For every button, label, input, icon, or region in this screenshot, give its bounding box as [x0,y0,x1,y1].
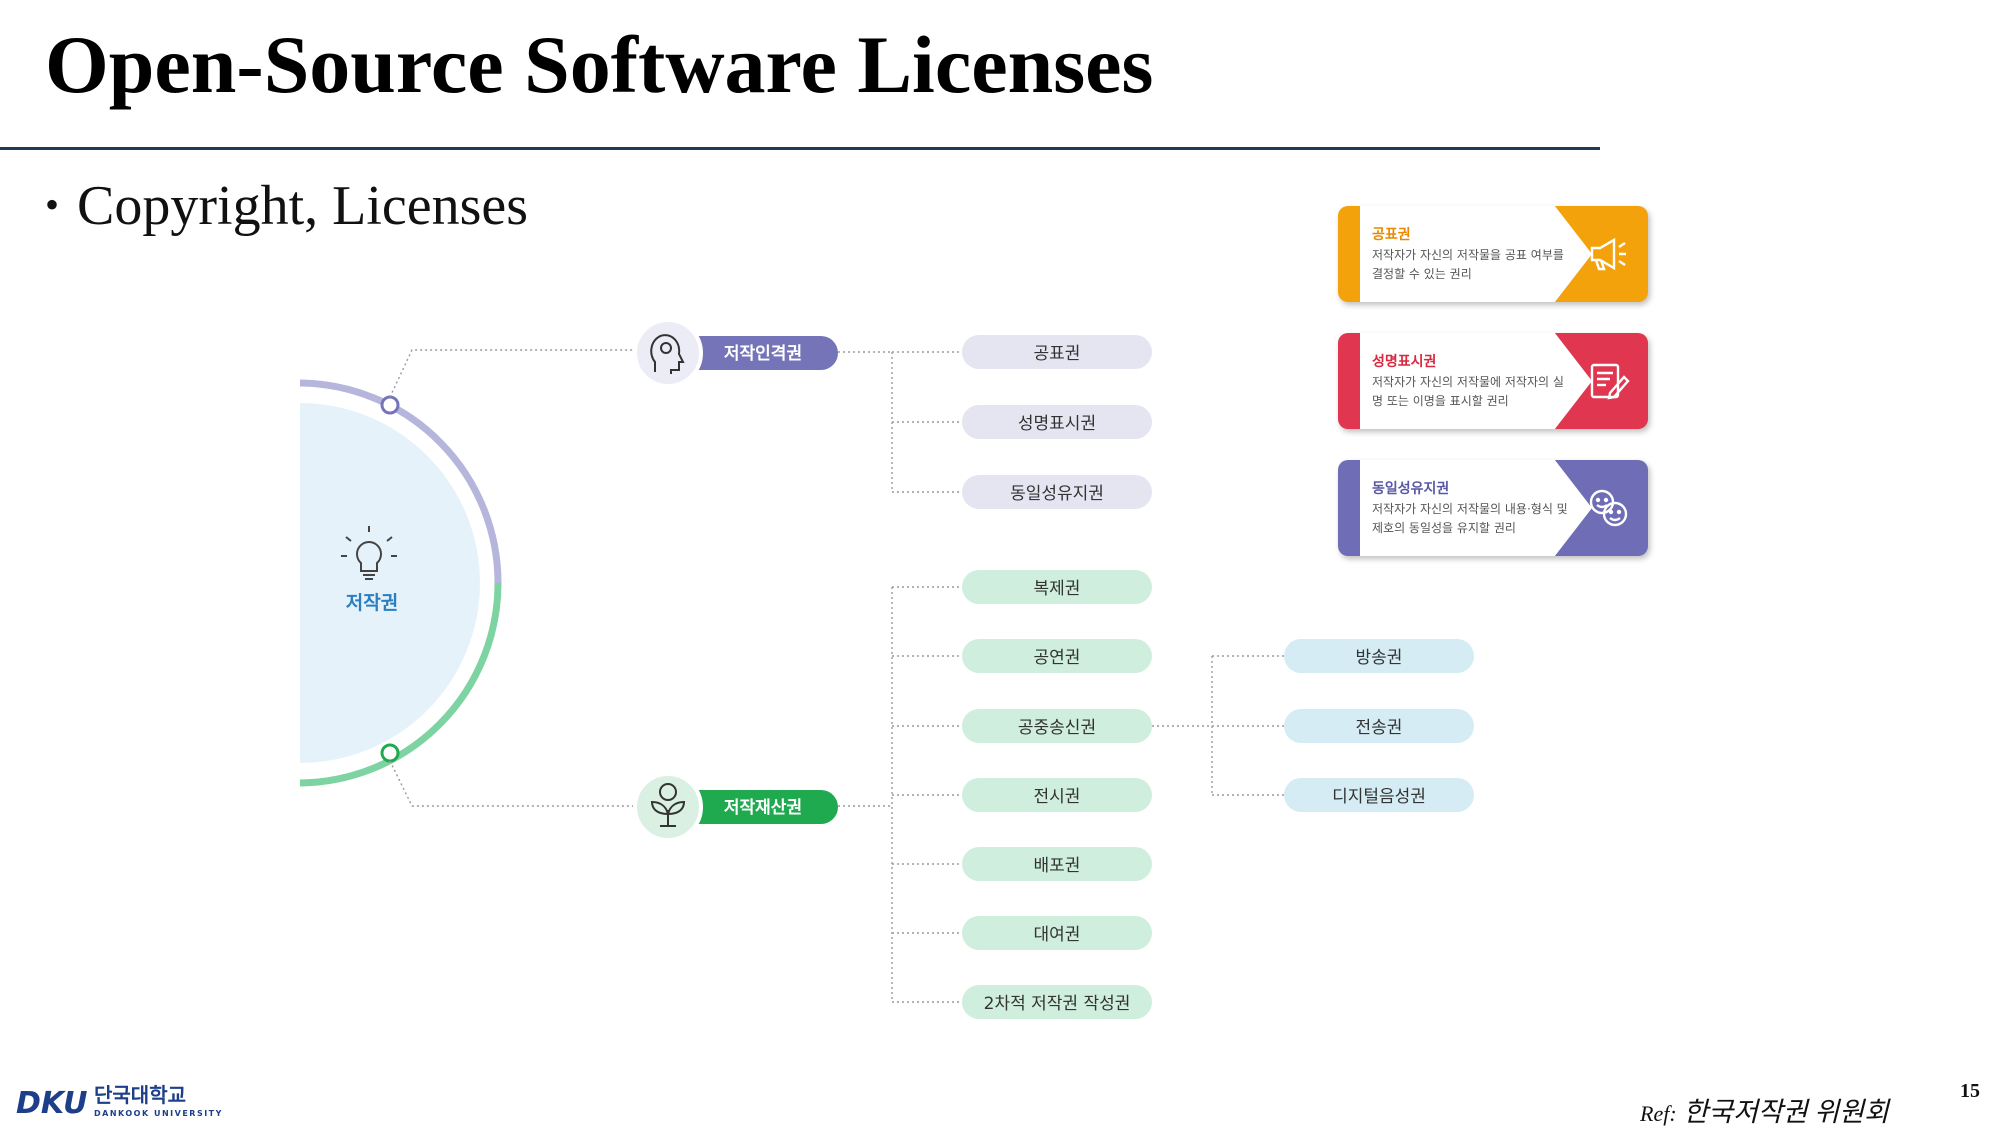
card-description: 저작자가 자신의 저작물에 저작자의 실명 또는 이명을 표시할 권리 [1372,375,1564,408]
property-children: 복제권 공연권 공중송신권 전시권 배포권 대여권 2차적 저작권 작성권 [962,570,1152,1019]
leaf-label: 2차적 저작권 작성권 [984,994,1131,1014]
leaf-pill [1284,639,1474,673]
branch-pill-moral [680,336,838,370]
card-panel [1360,460,1592,556]
faces-icon [1589,489,1628,527]
leaf-pill [1284,709,1474,743]
plant-bulb-icon [650,783,686,827]
leaf-label: 공표권 [1034,344,1081,364]
card-panel [1360,333,1592,429]
ref-source: 한국저작권 위원회 [1683,1097,1889,1127]
logo-subtitle: DANKOOK UNIVERSITY [94,1109,223,1118]
slide-title: Open-Source Software Licenses [45,19,1154,110]
connector-property-children [838,586,962,1003]
logo-name: 단국대학교 [94,1083,186,1107]
page-number: 15 [1960,1080,1980,1102]
connector-transmission-children [1152,655,1284,796]
transmission-children: 방송권 전송권 디지털음성권 [1284,639,1474,812]
leaf-pill [962,405,1152,439]
branch-pill-property [680,790,838,824]
leaf-pill [1284,778,1474,812]
card-panel [1360,206,1592,302]
root-semicircle [300,403,480,763]
branch-label-moral: 저작인격권 [724,344,802,364]
root-arc-green [299,582,502,787]
leaf-label: 전송권 [1356,718,1403,738]
head-icon [650,334,685,374]
card-integrity-right: 동일성유지권 저작자가 자신의 저작물의 내용·형식 및 제호의 동일성을 유지… [1338,460,1648,556]
document-pen-icon [1590,363,1630,400]
leaf-label: 동일성유지권 [1010,484,1104,504]
leaf-pill [962,709,1152,743]
leaf-label: 대여권 [1034,925,1081,945]
leaf-label: 배포권 [1034,856,1081,876]
arc-node-top [380,395,400,415]
bullet-dot: • [45,182,60,227]
leaf-label: 공중송신권 [1018,718,1096,738]
leaf-label: 방송권 [1356,648,1403,668]
logo-mark: DKU [16,1086,87,1120]
leaf-label: 성명표시권 [1018,414,1096,434]
root-arc-purple [299,379,502,584]
arc-node-bottom [380,743,400,763]
branch-label-property: 저작재산권 [724,798,802,818]
card-publication-right: 공표권 저작자가 자신의 저작물을 공표 여부를 결정할 수 있는 권리 [1338,206,1648,302]
connector-root-property [389,760,640,807]
reference-note: Ref: 한국저작권 위원회 [1640,1090,1889,1129]
connector-moral-children [838,351,962,493]
branch-circle-property [633,772,703,842]
leaf-label: 공연권 [1034,648,1081,668]
card-description: 저작자가 자신의 저작물의 내용·형식 및 제호의 동일성을 유지할 권리 [1372,502,1568,535]
card-title: 공표권 [1372,227,1411,243]
card-attribution-right: 성명표시권 저작자가 자신의 저작물에 저작자의 실명 또는 이명을 표시할 권… [1338,333,1648,429]
leaf-pill [962,985,1152,1019]
leaf-label: 디지털음성권 [1332,787,1426,807]
card-title: 성명표시권 [1372,354,1437,370]
leaf-pill [962,916,1152,950]
megaphone-icon [1590,237,1626,271]
connector-root-moral [389,349,640,398]
leaf-pill [962,639,1152,673]
bullet-point: • Copyright, Licenses [45,175,529,238]
leaf-pill [962,570,1152,604]
leaf-pill [962,475,1152,509]
moral-children: 공표권 성명표시권 동일성유지권 [962,335,1152,509]
ref-label: Ref: [1640,1101,1677,1126]
leaf-pill [962,847,1152,881]
leaf-pill [962,778,1152,812]
bullet-text: Copyright, Licenses [77,175,529,237]
leaf-label: 복제권 [1034,579,1081,599]
card-description: 저작자가 자신의 저작물을 공표 여부를 결정할 수 있는 권리 [1372,248,1564,281]
leaf-label: 전시권 [1034,787,1081,807]
dankook-logo: DKU 단국대학교 DANKOOK UNIVERSITY [14,1080,224,1121]
card-title: 동일성유지권 [1372,481,1450,497]
lightbulb-icon [341,526,397,580]
leaf-pill [962,335,1152,369]
root-label: 저작권 [346,592,398,614]
title-divider [0,147,1600,150]
